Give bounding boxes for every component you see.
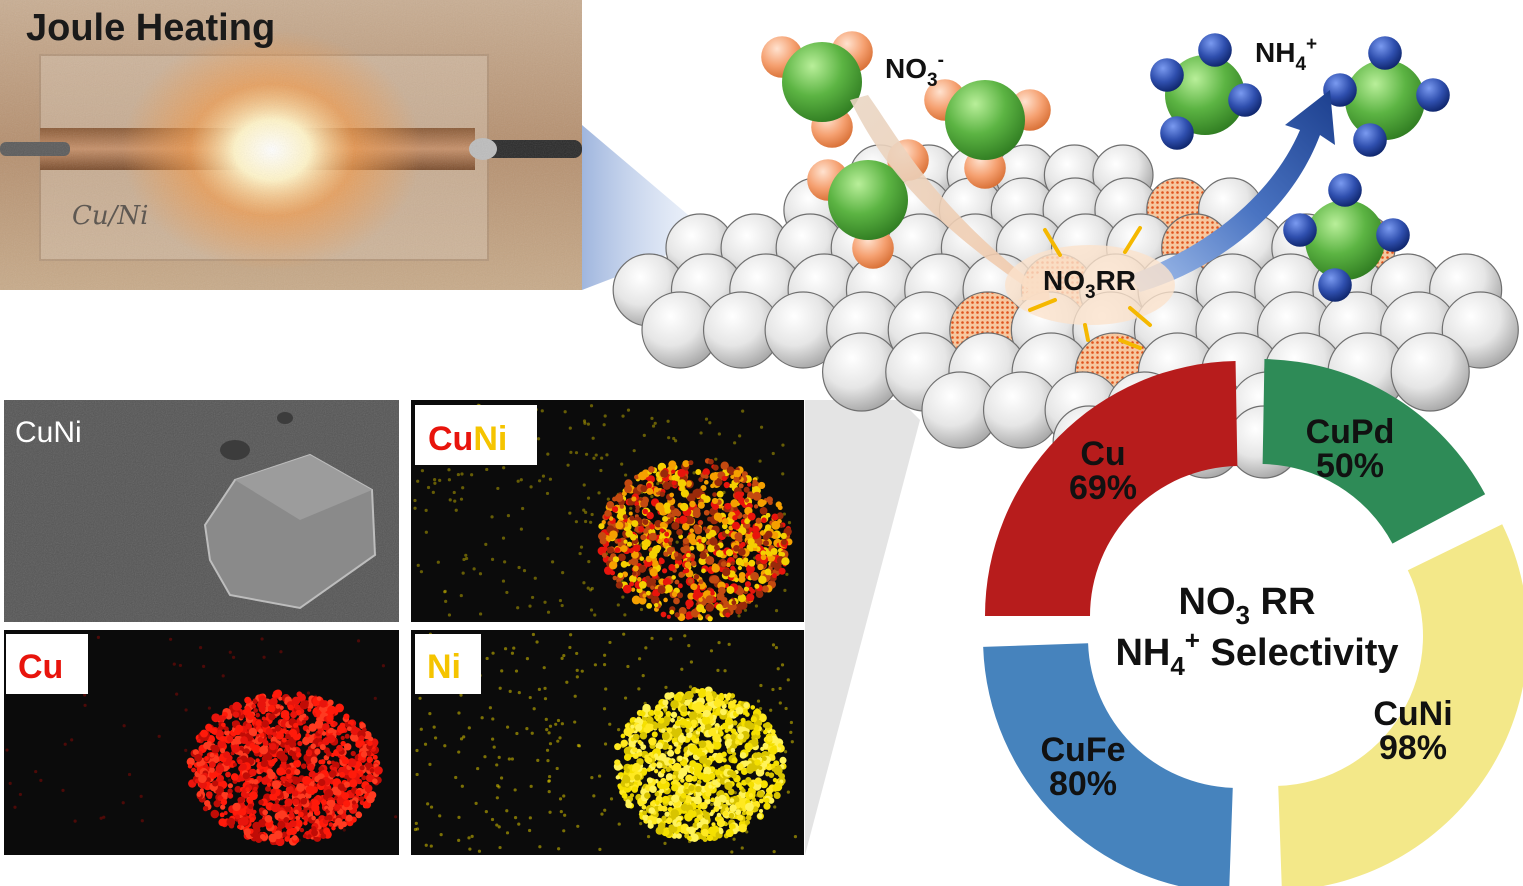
hydrogen-atom	[1368, 36, 1402, 70]
reaction-label: NO3RR	[1043, 265, 1136, 303]
nitrogen-atom	[782, 42, 862, 122]
overlay-map-label: CuNi	[428, 420, 507, 458]
hydrogen-atom	[1228, 83, 1262, 117]
overlay-map-panel: CuNi	[411, 400, 804, 622]
photo-title: Joule Heating	[26, 7, 275, 49]
hydrogen-atom	[1353, 123, 1387, 157]
cu-map-label: Cu	[18, 648, 63, 686]
product-label: NH4+	[1255, 34, 1317, 75]
nitrogen-atom	[828, 160, 908, 240]
nitrogen-atom	[1305, 200, 1385, 280]
donut-center-line2: NH4+ Selectivity	[1115, 625, 1398, 681]
nitrogen-atom	[1165, 55, 1245, 135]
donut-segment-cuni	[1278, 524, 1523, 886]
hydrogen-atom	[1198, 33, 1232, 67]
ni-map-panel: Ni	[411, 630, 804, 855]
segment-value-cufe: 80%	[1049, 765, 1117, 803]
donut-segment-cu	[985, 361, 1238, 616]
segment-name-cufe: CuFe	[1041, 731, 1126, 769]
reactant-arrow	[850, 95, 1050, 300]
cu-map-panel: Cu	[4, 630, 399, 855]
donut-center-line1: NO3 RR	[1179, 581, 1316, 630]
segment-name-cupd: CuPd	[1306, 413, 1395, 451]
hydrogen-atom	[1323, 73, 1357, 107]
hydrogen-atom	[1318, 268, 1352, 302]
hydrogen-atom	[1416, 78, 1450, 112]
segment-name-cu: Cu	[1080, 435, 1125, 473]
nitrogen-atom	[945, 80, 1025, 160]
reaction-site	[1005, 226, 1175, 350]
molecules-layer	[761, 31, 1450, 302]
hydrogen-atom	[1376, 218, 1410, 252]
zoom-beam-eds	[805, 400, 920, 855]
hydrogen-atom	[1150, 58, 1184, 92]
segment-name-cuni: CuNi	[1373, 695, 1452, 733]
nitrogen-atom	[1345, 60, 1425, 140]
joule-heating-photo: Cu/Ni Joule Heating	[0, 0, 582, 290]
ni-map-label: Ni	[427, 648, 461, 686]
hydrogen-atom	[1328, 173, 1362, 207]
reactant-label: NO3-	[885, 50, 944, 91]
handwriting-label: Cu/Ni	[72, 201, 148, 231]
segment-value-cuni: 98%	[1379, 729, 1447, 767]
selectivity-donut	[983, 359, 1523, 886]
surface-atom	[1390, 332, 1470, 412]
sem-panel: CuNi	[4, 400, 399, 622]
sem-label: CuNi	[15, 416, 82, 449]
donut-segment-cupd	[1262, 359, 1486, 544]
hydrogen-atom	[1283, 213, 1317, 247]
donut-segment-cufe	[983, 643, 1233, 886]
hydrogen-atom	[1160, 116, 1194, 150]
segment-value-cupd: 50%	[1316, 447, 1384, 485]
segment-value-cu: 69%	[1069, 469, 1137, 507]
